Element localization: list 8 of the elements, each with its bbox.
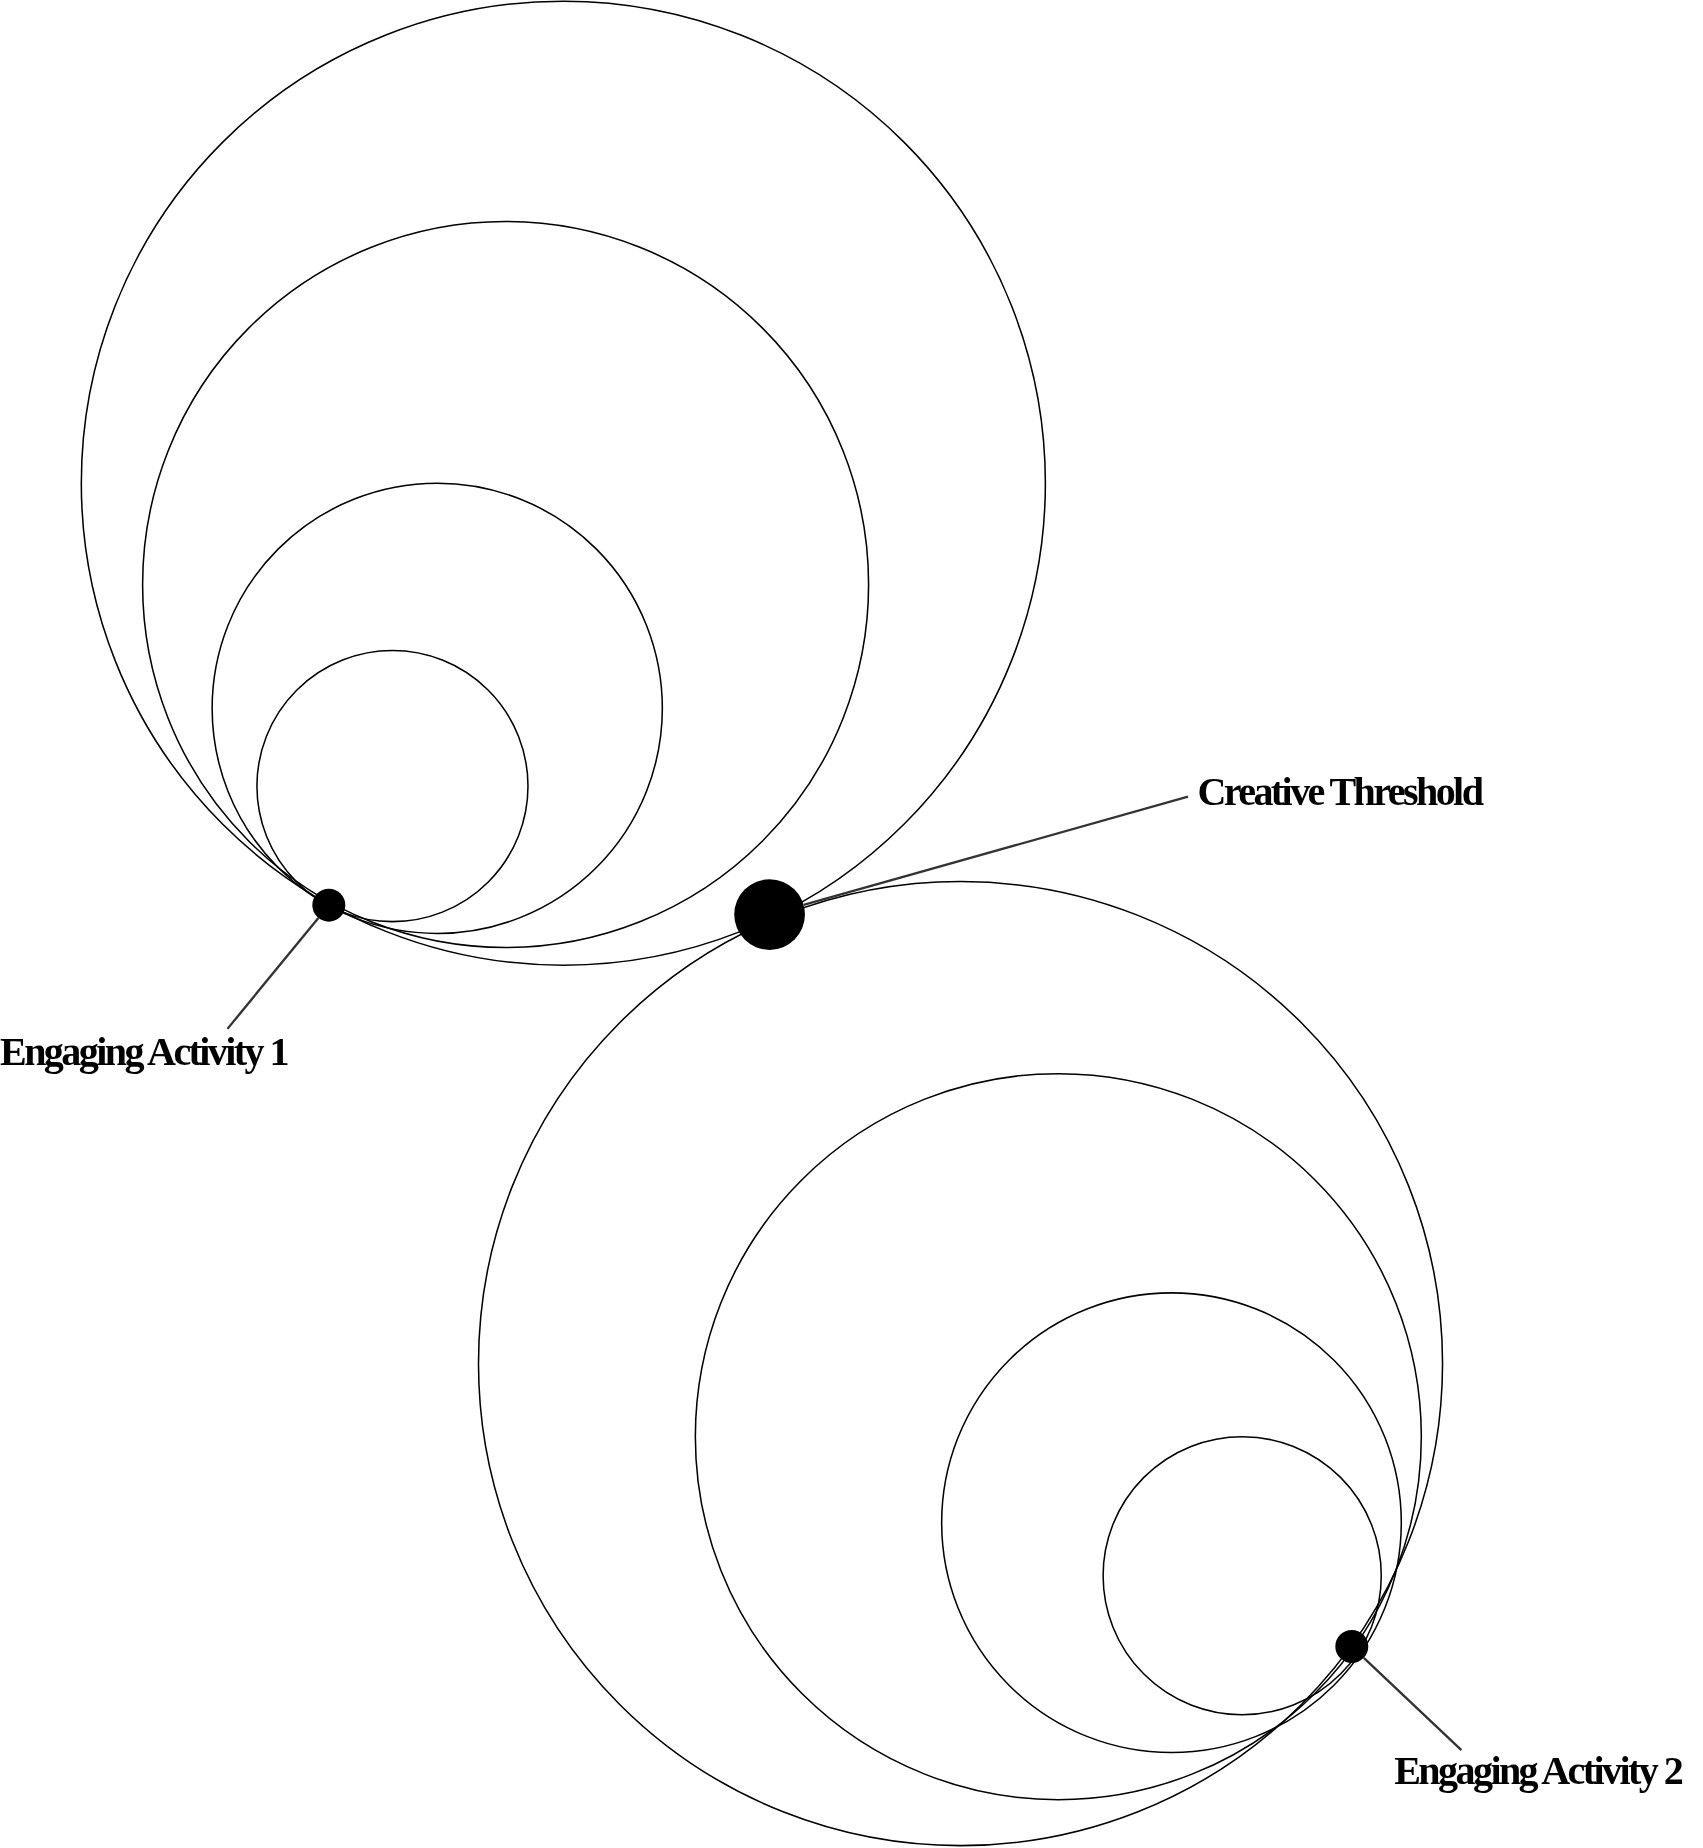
leader-line	[803, 795, 1189, 907]
leader-line	[1362, 1656, 1463, 1751]
callout-label: Engaging Activity 1	[0, 1031, 287, 1074]
callout-label: Creative Threshold	[1197, 770, 1482, 814]
callout-label: Engaging Activity 2	[1394, 1750, 1682, 1793]
dot-marker	[312, 888, 346, 922]
dot-marker	[1335, 1629, 1369, 1663]
leader-line	[226, 917, 320, 1030]
